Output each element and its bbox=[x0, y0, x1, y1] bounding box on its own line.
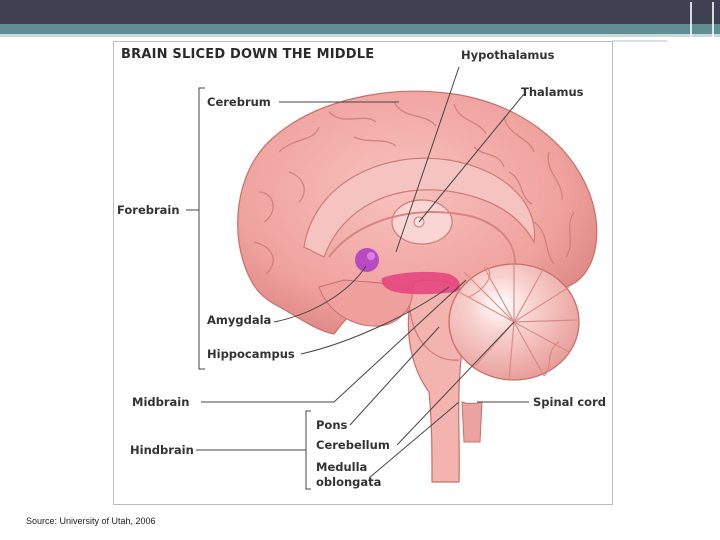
label-hindbrain: Hindbrain bbox=[130, 443, 194, 457]
amygdala-line bbox=[273, 265, 367, 323]
label-medulla-line1: Medulla bbox=[316, 460, 368, 474]
label-spinal-cord: Spinal cord bbox=[533, 395, 606, 409]
hippocampus-shape bbox=[381, 271, 460, 295]
divider bbox=[612, 40, 667, 42]
label-amygdala: Amygdala bbox=[207, 313, 272, 327]
hindbrain-bracket bbox=[305, 410, 311, 490]
midbrain-line bbox=[201, 279, 467, 403]
label-cerebrum: Cerebrum bbox=[207, 95, 271, 109]
pons-line bbox=[349, 326, 440, 426]
diagram-title: BRAIN SLICED DOWN THE MIDDLE bbox=[121, 47, 375, 62]
label-forebrain: Forebrain bbox=[117, 203, 180, 217]
leader-lines bbox=[201, 66, 529, 479]
label-midbrain: Midbrain bbox=[132, 395, 190, 409]
brain-diagram: BRAIN SLICED DOWN THE MIDDLE Hypothalamu… bbox=[113, 41, 613, 505]
corner-decoration bbox=[690, 2, 714, 46]
source-caption: Source: University of Utah, 2006 bbox=[26, 516, 156, 526]
label-hippocampus: Hippocampus bbox=[207, 347, 295, 361]
medulla-line bbox=[368, 401, 460, 479]
amygdala-shape bbox=[355, 248, 379, 272]
spinal-cord-shape bbox=[461, 401, 483, 443]
brain-illustration bbox=[186, 66, 598, 490]
forebrain-bracket bbox=[198, 87, 205, 370]
label-pons: Pons bbox=[316, 418, 348, 432]
slide-accent-line bbox=[0, 34, 720, 37]
thalamus-line bbox=[418, 93, 525, 223]
region-brackets bbox=[186, 87, 311, 490]
pons-shape bbox=[409, 309, 460, 361]
label-cerebellum: Cerebellum bbox=[316, 438, 390, 452]
hypothalamus-line bbox=[395, 66, 460, 253]
slide-top-bar bbox=[0, 0, 720, 24]
label-hypothalamus: Hypothalamus bbox=[461, 48, 555, 62]
slide-accent-bar bbox=[0, 24, 720, 34]
cerebellum-line bbox=[396, 321, 515, 446]
hippocampus-line bbox=[300, 286, 450, 355]
label-thalamus: Thalamus bbox=[521, 85, 584, 99]
label-medulla-line2: oblongata bbox=[316, 475, 382, 489]
